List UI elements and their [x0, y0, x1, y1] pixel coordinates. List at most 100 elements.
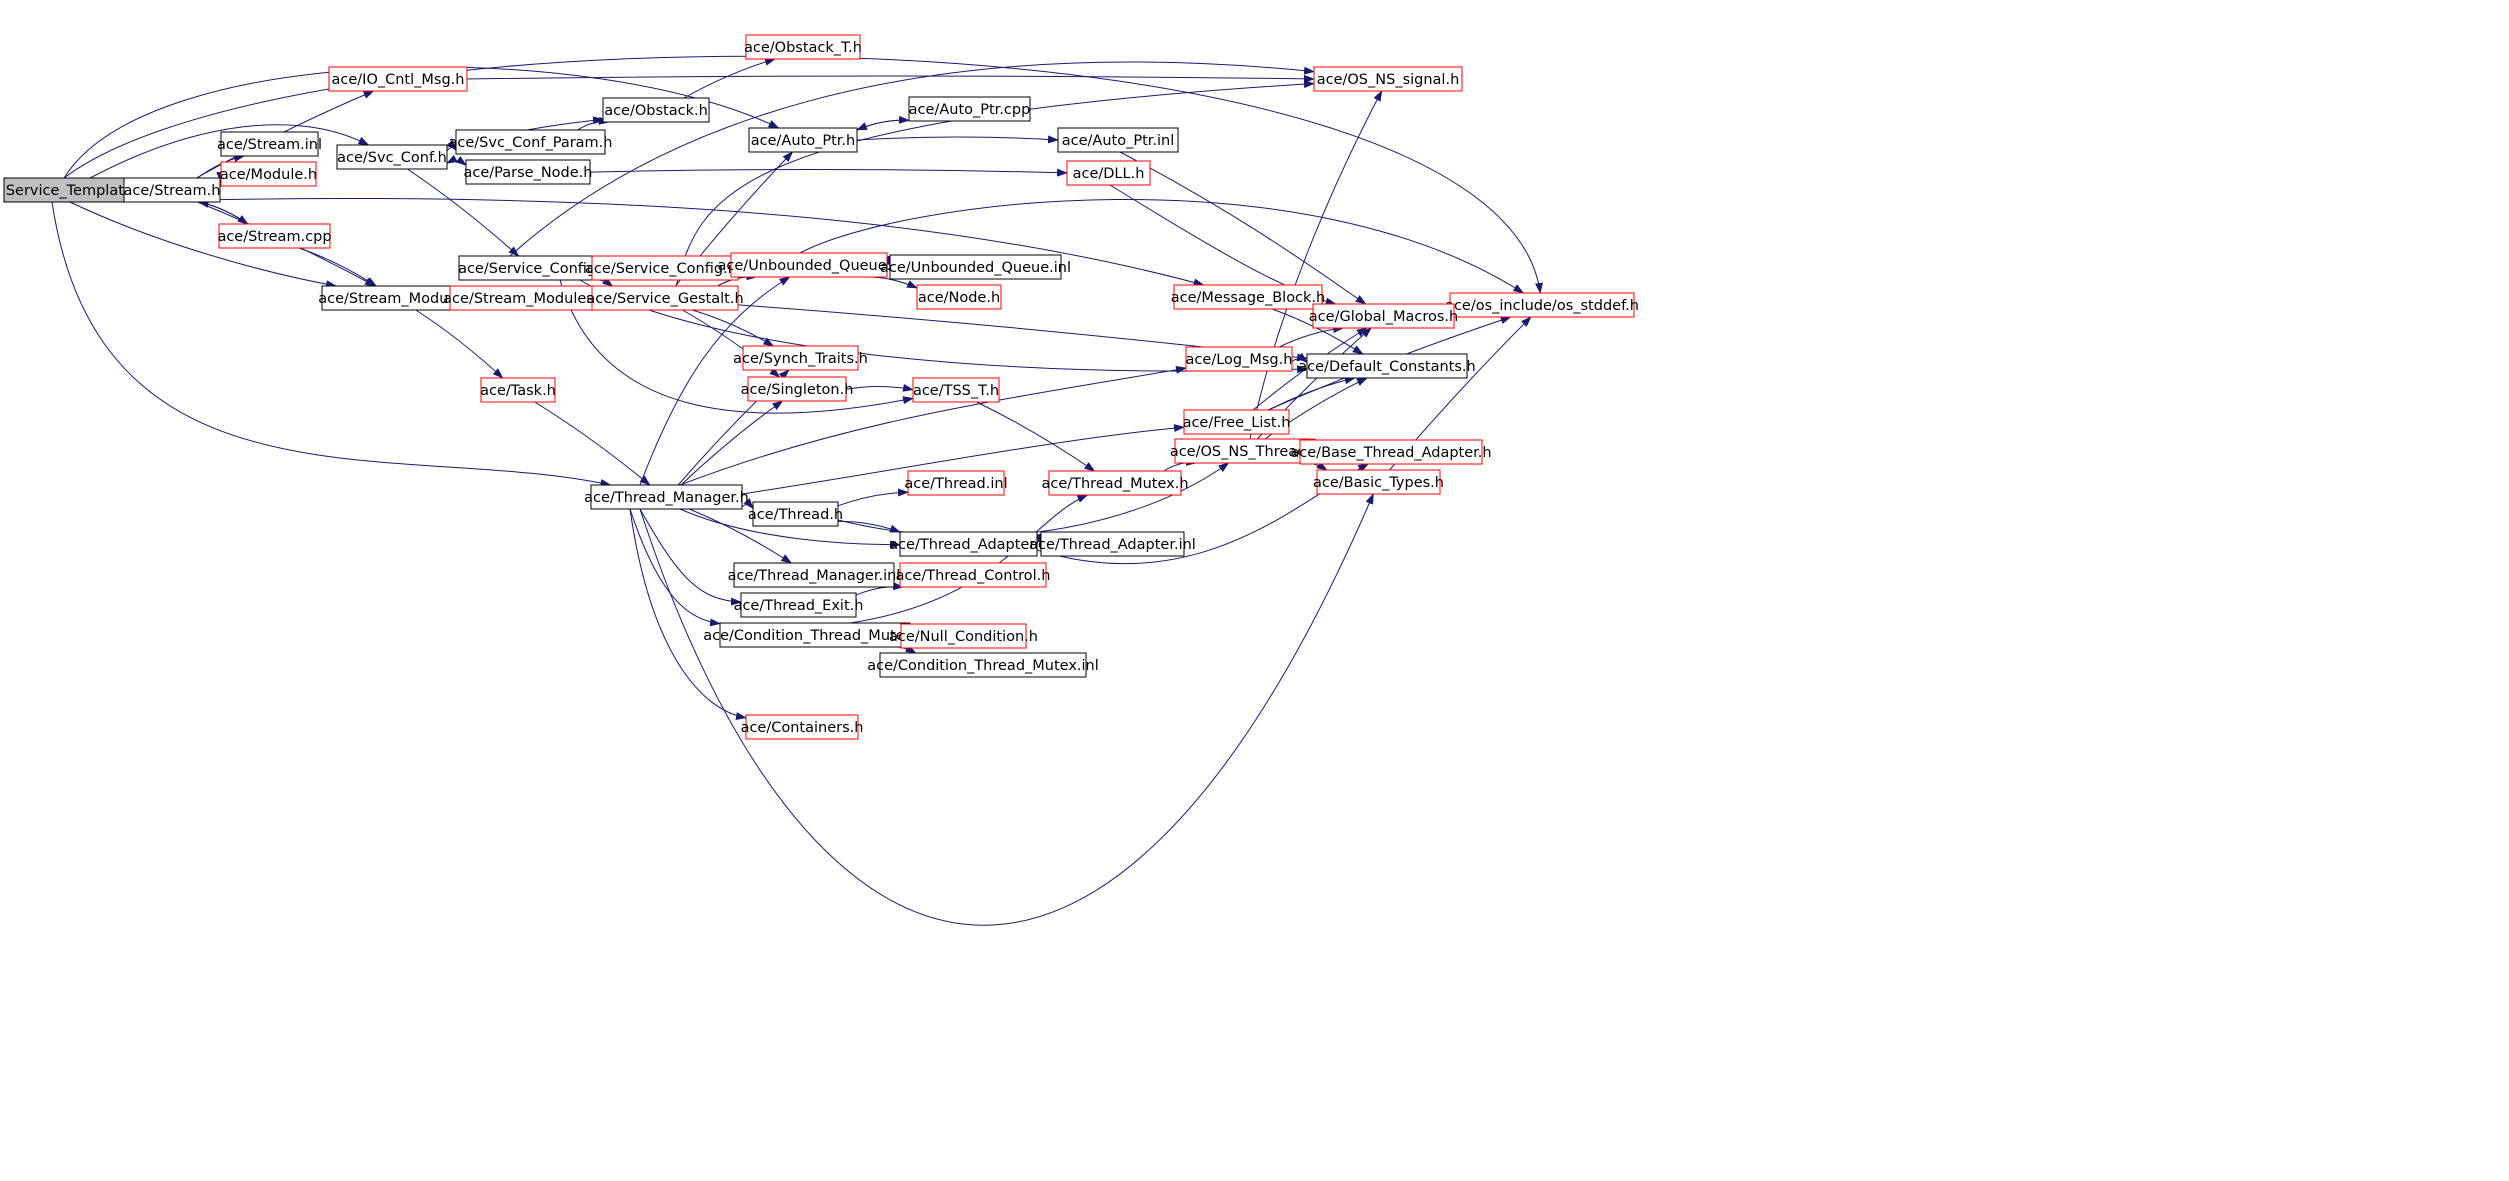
node-box	[590, 484, 743, 510]
node-stream-modules-cpp[interactable]: ace/Stream_Modules.cpp	[443, 285, 625, 311]
node-singleton-h[interactable]: ace/Singleton.h	[741, 376, 854, 402]
node-base-thread-adapter-h[interactable]: ace/Base_Thread_Adapter.h	[1290, 439, 1492, 465]
node-null-condition-h[interactable]: ace/Null_Condition.h	[889, 623, 1038, 649]
node-box	[889, 254, 1062, 280]
node-free-list-h[interactable]: ace/Free_List.h	[1183, 409, 1291, 435]
node-box	[591, 255, 739, 281]
node-label: ace/Thread_Control.h	[896, 568, 1051, 584]
edge-service-templates-h-to-thread-manager-h	[51, 201, 612, 487]
node-box	[1306, 353, 1468, 379]
node-label: ace/Stream_Modules.h	[318, 291, 482, 307]
node-message-block-h[interactable]: ace/Message_Block.h	[1171, 284, 1325, 310]
node-label: ace/Thread_Manager.inl	[728, 568, 901, 584]
node-svc-conf-h[interactable]: ace/Svc_Conf.h	[336, 144, 448, 170]
edge-thread-manager-h-to-log-msg-h	[679, 365, 1187, 486]
node-os-ns-signal-h[interactable]: ace/OS_NS_signal.h	[1313, 66, 1463, 92]
node-containers-h[interactable]: ace/Containers.h	[741, 714, 864, 740]
node-dll-h[interactable]: ace/DLL.h	[1066, 160, 1151, 186]
node-auto-ptr-h[interactable]: ace/Auto_Ptr.h	[748, 127, 858, 153]
edge-thread-manager-h-to-free-list-h	[741, 424, 1185, 495]
node-auto-ptr-inl[interactable]: ace/Auto_Ptr.inl	[1057, 127, 1179, 153]
node-default-constants-h[interactable]: ace/Default_Constants.h	[1298, 353, 1476, 379]
node-box	[1316, 469, 1441, 495]
node-tss-t-h[interactable]: ace/TSS_T.h	[912, 377, 1000, 403]
node-label: ace/Containers.h	[741, 720, 864, 736]
node-node-h[interactable]: ace/Node.h	[916, 284, 1002, 310]
node-obstack-h[interactable]: ace/Obstack.h	[602, 97, 710, 123]
node-thread-mutex-h[interactable]: ace/Thread_Mutex.h	[1041, 470, 1189, 496]
node-box	[747, 376, 847, 402]
node-condition-thread-mutex-inl[interactable]: ace/Condition_Thread_Mutex.inl	[867, 652, 1099, 678]
node-thread-adapter-inl[interactable]: ace/Thread_Adapter.inl	[1029, 531, 1196, 557]
edge-thread-manager-h-to-singleton-h	[680, 400, 784, 486]
node-unbounded-queue-inl[interactable]: ace/Unbounded_Queue.inl	[880, 254, 1071, 280]
node-module-h[interactable]: ace/Module.h	[220, 161, 317, 187]
edge-service-templates-h-to-stream-modules-h	[69, 201, 337, 289]
node-stream-cpp[interactable]: ace/Stream.cpp	[217, 223, 332, 249]
node-box	[465, 159, 591, 185]
node-box	[740, 592, 857, 618]
node-box	[879, 652, 1087, 678]
node-thread-inl[interactable]: ace/Thread.inl	[904, 470, 1008, 496]
node-thread-control-h[interactable]: ace/Thread_Control.h	[896, 562, 1051, 588]
node-thread-manager-h[interactable]: ace/Thread_Manager.h	[584, 484, 749, 510]
node-auto-ptr-cpp[interactable]: ace/Auto_Ptr.cpp	[908, 96, 1031, 122]
node-box	[899, 531, 1038, 557]
edge-stream-cpp-to-stream-h	[197, 200, 249, 225]
edge-auto-ptr-h-to-auto-ptr-inl	[856, 135, 1059, 144]
node-box	[602, 97, 710, 123]
node-io-cntl-msg-h[interactable]: ace/IO_Cntl_Msg.h	[328, 66, 468, 92]
node-service-gestalt-h[interactable]: ace/Service_Gestalt.h	[586, 285, 744, 311]
node-global-macros-h[interactable]: ace/Global_Macros.h	[1309, 303, 1458, 329]
node-thread-exit-h[interactable]: ace/Thread_Exit.h	[734, 592, 864, 618]
edge-thread-h-to-thread-adapter-h	[837, 520, 901, 533]
node-box	[730, 252, 888, 278]
edge-svc-conf-h-to-svc-conf-param-h	[446, 139, 457, 152]
node-thread-adapter-h[interactable]: ace/Thread_Adapter.h	[889, 531, 1048, 557]
node-log-msg-h[interactable]: ace/Log_Msg.h	[1185, 346, 1293, 372]
node-label: ace/Svc_Conf_Param.h	[449, 135, 613, 151]
node-box	[748, 127, 858, 153]
node-os-ns-thread-h[interactable]: ace/OS_NS_Thread.h	[1170, 438, 1320, 464]
node-condition-thread-mutex-h[interactable]: ace/Condition_Thread_Mutex.h	[703, 622, 927, 648]
node-basic-types-h[interactable]: ace/Basic_Types.h	[1313, 469, 1444, 495]
node-box	[220, 161, 317, 187]
node-box	[1173, 284, 1323, 310]
node-label: ace/Thread_Exit.h	[734, 598, 864, 614]
node-label: ace/Condition_Thread_Mutex.h	[703, 628, 927, 644]
node-parse-node-h[interactable]: ace/Parse_Node.h	[464, 159, 593, 185]
node-label: ace/Parse_Node.h	[464, 165, 593, 181]
node-synch-traits-h[interactable]: ace/Synch_Traits.h	[733, 345, 868, 371]
edge-thread-manager-h-to-basic-types-h	[639, 493, 1374, 926]
node-box	[752, 501, 839, 527]
node-box	[1312, 303, 1455, 329]
node-label: ace/Thread_Adapter.h	[889, 537, 1048, 553]
edge-service-templates-h-to-os-stddef-h	[63, 55, 1543, 294]
edge-thread-manager-h-to-thread-adapter-h	[679, 508, 901, 549]
node-label: ace/Default_Constants.h	[1298, 359, 1475, 375]
node-os-stddef-h[interactable]: ace/os_include/os_stddef.h	[1445, 292, 1639, 318]
node-stream-inl[interactable]: ace/Stream.inl	[217, 131, 322, 157]
node-box	[220, 131, 319, 157]
node-thread-h[interactable]: ace/Thread.h	[748, 501, 843, 527]
node-task-h[interactable]: ace/Task.h	[480, 377, 556, 403]
node-label: ace/Base_Thread_Adapter.h	[1290, 445, 1491, 461]
node-unbounded-queue-h[interactable]: ace/Unbounded_Queue.h	[718, 252, 901, 278]
node-stream-h[interactable]: ace/Stream.h	[123, 177, 221, 203]
edge-obstack-h-to-obstack-t-h	[683, 58, 776, 99]
node-box	[1299, 439, 1483, 465]
node-svc-conf-param-h[interactable]: ace/Svc_Conf_Param.h	[449, 129, 613, 155]
node-box	[1057, 127, 1179, 153]
edge-thread-mutex-h-to-os-ns-thread-h	[1163, 457, 1198, 472]
node-label: ace/Unbounded_Queue.inl	[880, 260, 1071, 276]
node-label: ace/Message_Block.h	[1171, 290, 1325, 306]
edge-log-msg-h-to-default-constants-h	[1291, 352, 1308, 363]
node-label: ace/Synch_Traits.h	[733, 351, 868, 367]
node-box	[916, 284, 1002, 310]
node-obstack-t-h[interactable]: ace/Obstack_T.h	[744, 34, 862, 60]
node-service-config-inl[interactable]: ace/Service_Config.inl	[585, 255, 745, 281]
node-thread-manager-inl[interactable]: ace/Thread_Manager.inl	[728, 562, 901, 588]
node-box	[123, 177, 221, 203]
edge-svc-conf-h-to-service-config-h	[407, 168, 520, 257]
node-service-config-h[interactable]: ace/Service_Config.h	[458, 255, 610, 281]
